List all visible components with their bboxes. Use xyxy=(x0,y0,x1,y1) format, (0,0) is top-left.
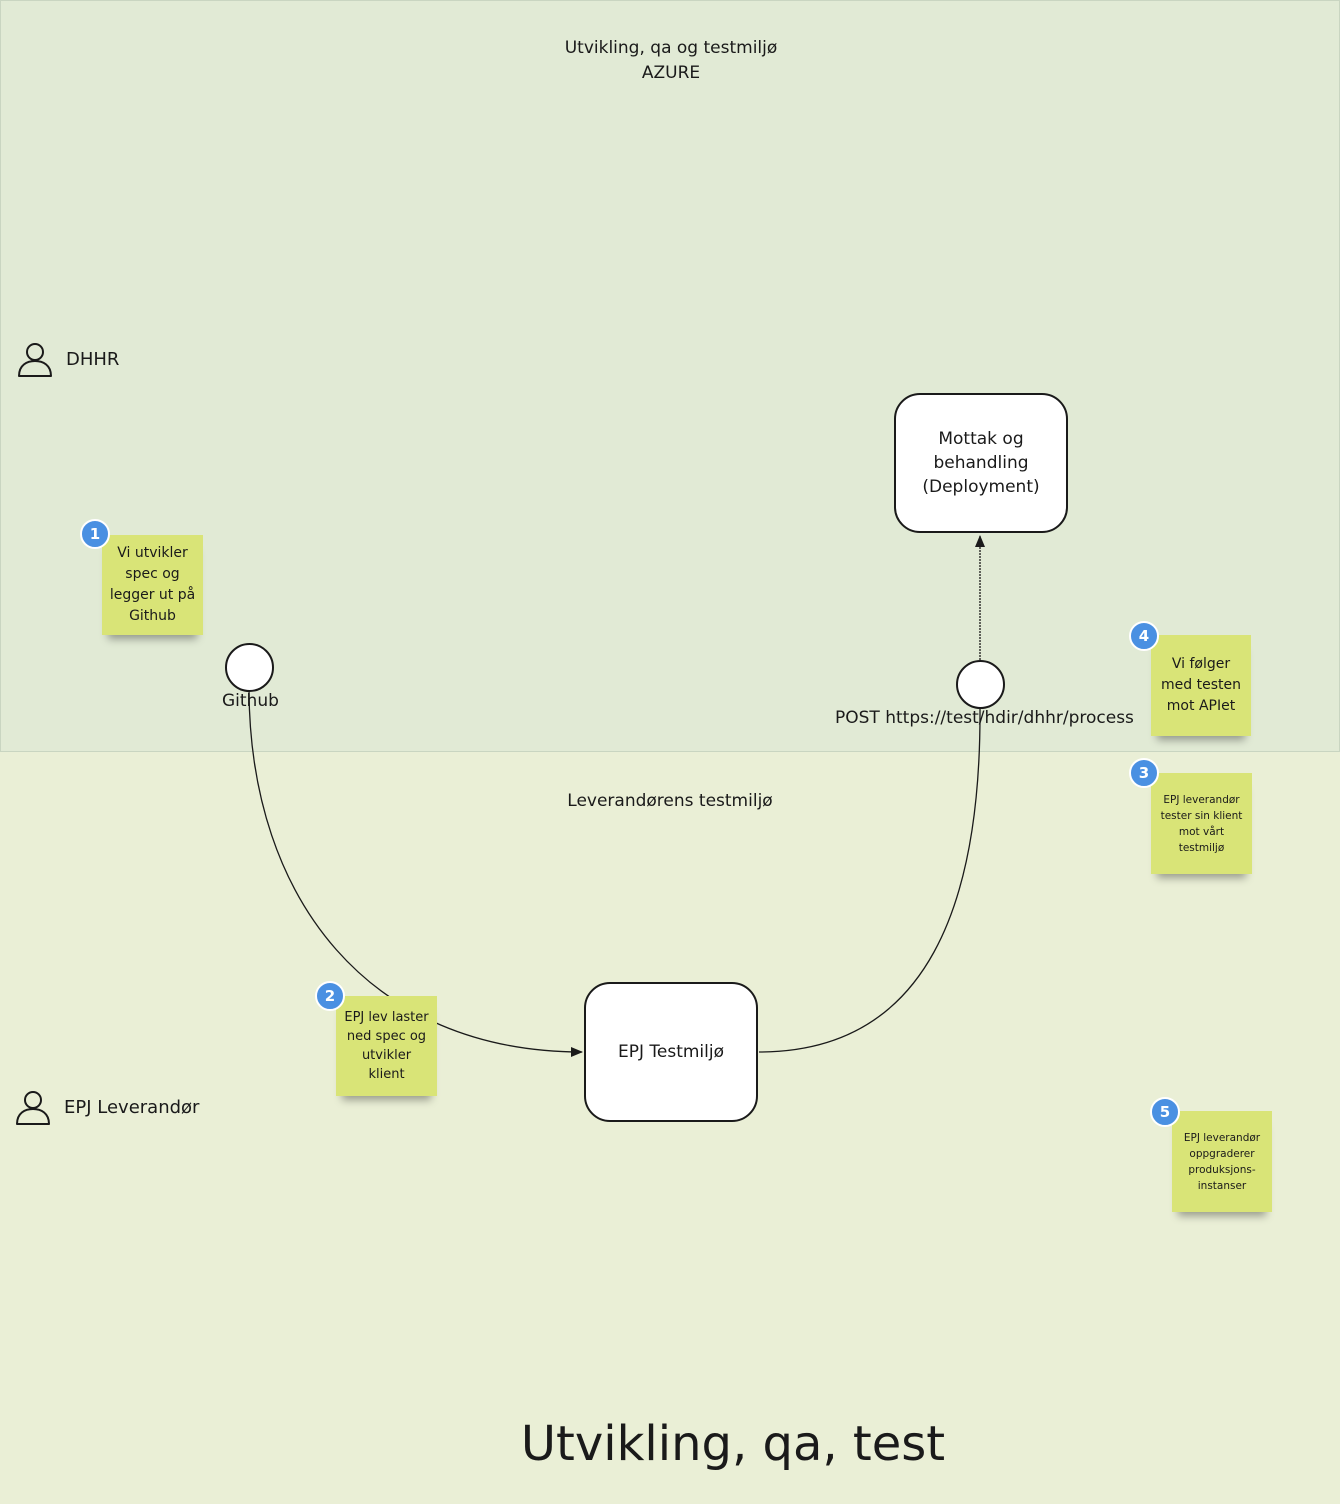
node-github-circle[interactable] xyxy=(225,643,274,692)
node-github-label: Github xyxy=(222,691,279,711)
sticky-note-5[interactable]: EPJ leverandør oppgraderer produksjons-i… xyxy=(1172,1111,1272,1212)
sticky-note-2[interactable]: EPJ lev laster ned spec og utvikler klie… xyxy=(336,996,437,1096)
node-mottak-line2: behandling xyxy=(933,453,1029,473)
edge-epj-to-post xyxy=(758,707,981,1053)
lane-leverandor: Leverandørens testmiljø xyxy=(0,752,1340,1504)
node-epj-testmiljo[interactable]: EPJ Testmiljø xyxy=(584,982,758,1122)
actor-epj-label: EPJ Leverandør xyxy=(64,1096,200,1118)
step-badge-1: 1 xyxy=(80,519,110,549)
sticky-note-2-text: EPJ lev laster ned spec og utvikler klie… xyxy=(344,1010,429,1082)
sticky-note-5-text: EPJ leverandør oppgraderer produksjons-i… xyxy=(1183,1131,1261,1192)
node-mottak-og-behandling[interactable]: Mottak og behandling (Deployment) xyxy=(894,393,1068,533)
user-icon xyxy=(16,1091,50,1125)
board-title: Utvikling, qa, test xyxy=(520,1416,946,1472)
step-badge-4: 4 xyxy=(1129,621,1159,651)
sticky-note-4[interactable]: Vi følger med testen mot APIet xyxy=(1151,635,1251,736)
lane-azure-title: Utvikling, qa og testmiljø AZURE xyxy=(1,36,1340,86)
user-icon xyxy=(18,343,52,377)
node-post-circle[interactable] xyxy=(956,660,1005,709)
node-mottak-line3: (Deployment) xyxy=(922,477,1040,497)
node-epj-testmiljo-label: EPJ Testmiljø xyxy=(617,1042,725,1062)
actor-epj-leverandor: EPJ Leverandør xyxy=(14,1088,199,1126)
edge-github-to-epj xyxy=(248,689,583,1057)
step-badge-3: 3 xyxy=(1129,758,1159,788)
actor-dhhr: DHHR xyxy=(16,340,119,378)
node-mottak-line1: Mottak og xyxy=(938,429,1024,449)
sticky-note-4-text: Vi følger med testen mot APIet xyxy=(1161,656,1241,714)
actor-dhhr-label: DHHR xyxy=(66,348,120,370)
sticky-note-3-text: EPJ leverandør tester sin klient mot vår… xyxy=(1160,793,1243,854)
lane-leverandor-title: Leverandørens testmiljø xyxy=(567,791,773,811)
lane-azure-title-line2: AZURE xyxy=(641,63,701,83)
lane-azure: Utvikling, qa og testmiljø AZURE xyxy=(0,0,1340,752)
sticky-note-1-text: Vi utvikler spec og legger ut på Github xyxy=(109,545,196,624)
lane-azure-title-line1: Utvikling, qa og testmiljø xyxy=(564,38,778,58)
step-badge-2: 2 xyxy=(315,981,345,1011)
node-post-label: POST https://test/hdir/dhhr/process xyxy=(835,708,1134,728)
step-badge-5: 5 xyxy=(1150,1097,1180,1127)
sticky-note-3[interactable]: EPJ leverandør tester sin klient mot vår… xyxy=(1151,773,1252,874)
sticky-note-1[interactable]: Vi utvikler spec og legger ut på Github xyxy=(102,535,203,635)
